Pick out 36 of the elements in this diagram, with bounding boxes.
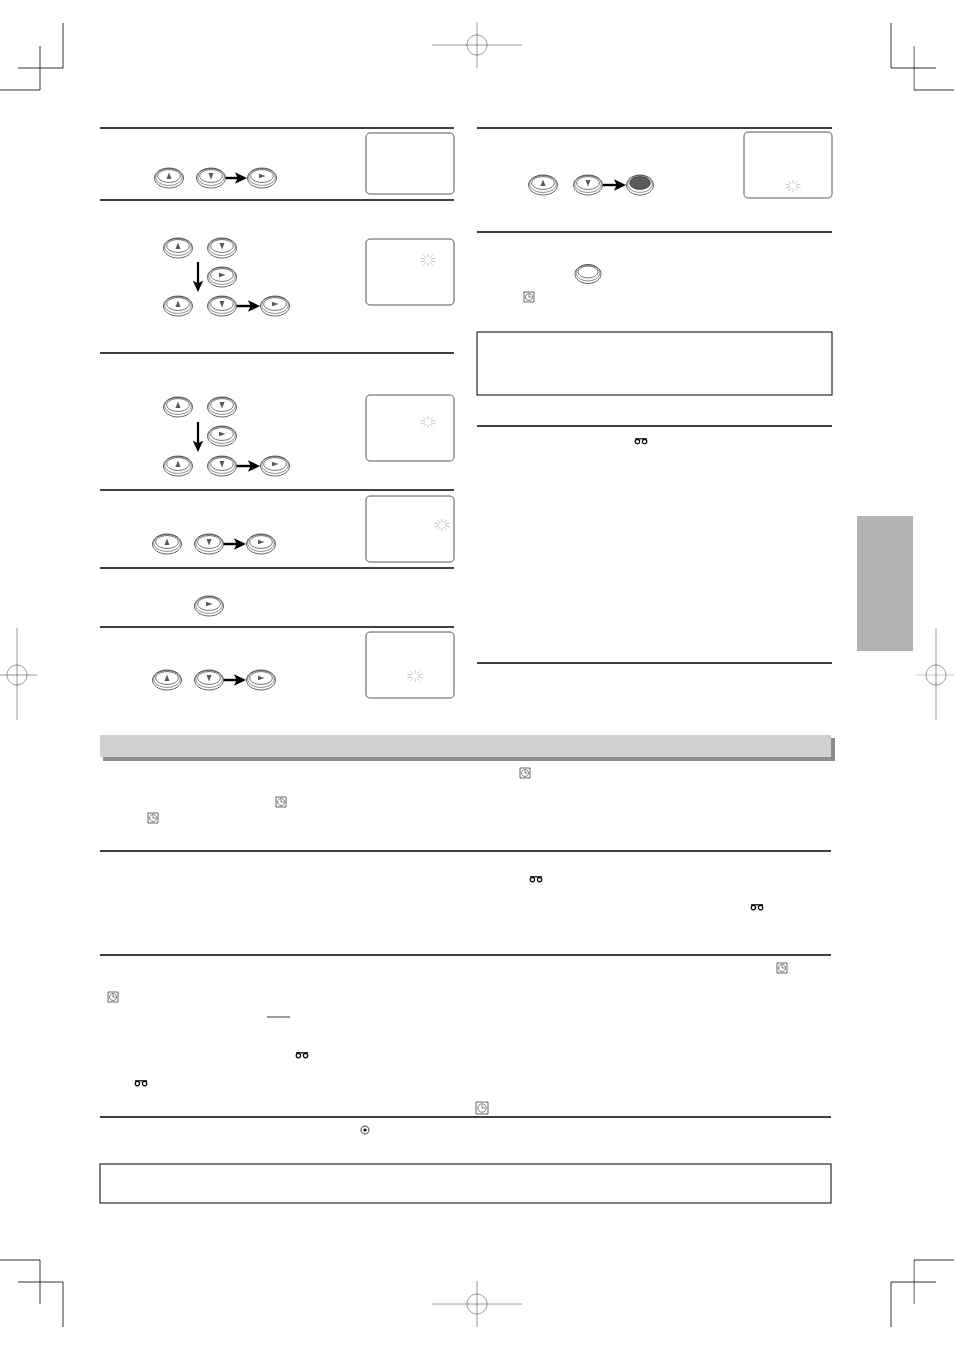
oval-button (194, 533, 224, 555)
screen-display (365, 132, 455, 195)
oval-button (207, 425, 237, 447)
heading-bar (100, 735, 835, 761)
oval-button (163, 295, 193, 317)
oval-button (260, 455, 290, 477)
oval-button (246, 533, 276, 555)
oval-button (528, 174, 558, 196)
oval-button (207, 266, 237, 288)
screen-display (365, 631, 455, 699)
oval-button (260, 295, 290, 317)
oval-button (163, 455, 193, 477)
screen-display (365, 238, 455, 306)
oval-button (207, 237, 237, 259)
note-box (99, 1163, 832, 1204)
oval-button (573, 174, 603, 196)
side-tab (857, 516, 913, 651)
oval-button (163, 237, 193, 259)
oval-button (154, 167, 184, 189)
note-box (476, 331, 833, 396)
oval-button (574, 264, 602, 284)
screen-display (365, 394, 455, 462)
screen-display (743, 131, 833, 199)
oval-button (196, 167, 226, 189)
oval-button (194, 669, 224, 691)
oval-button (152, 669, 182, 691)
oval-button (163, 396, 193, 418)
oval-button (626, 174, 654, 196)
screen-display (365, 495, 455, 563)
oval-button (246, 669, 276, 691)
oval-button (194, 595, 224, 617)
oval-button (207, 295, 237, 317)
oval-button (247, 167, 277, 189)
oval-button (207, 396, 237, 418)
oval-button (207, 455, 237, 477)
oval-button (152, 533, 182, 555)
